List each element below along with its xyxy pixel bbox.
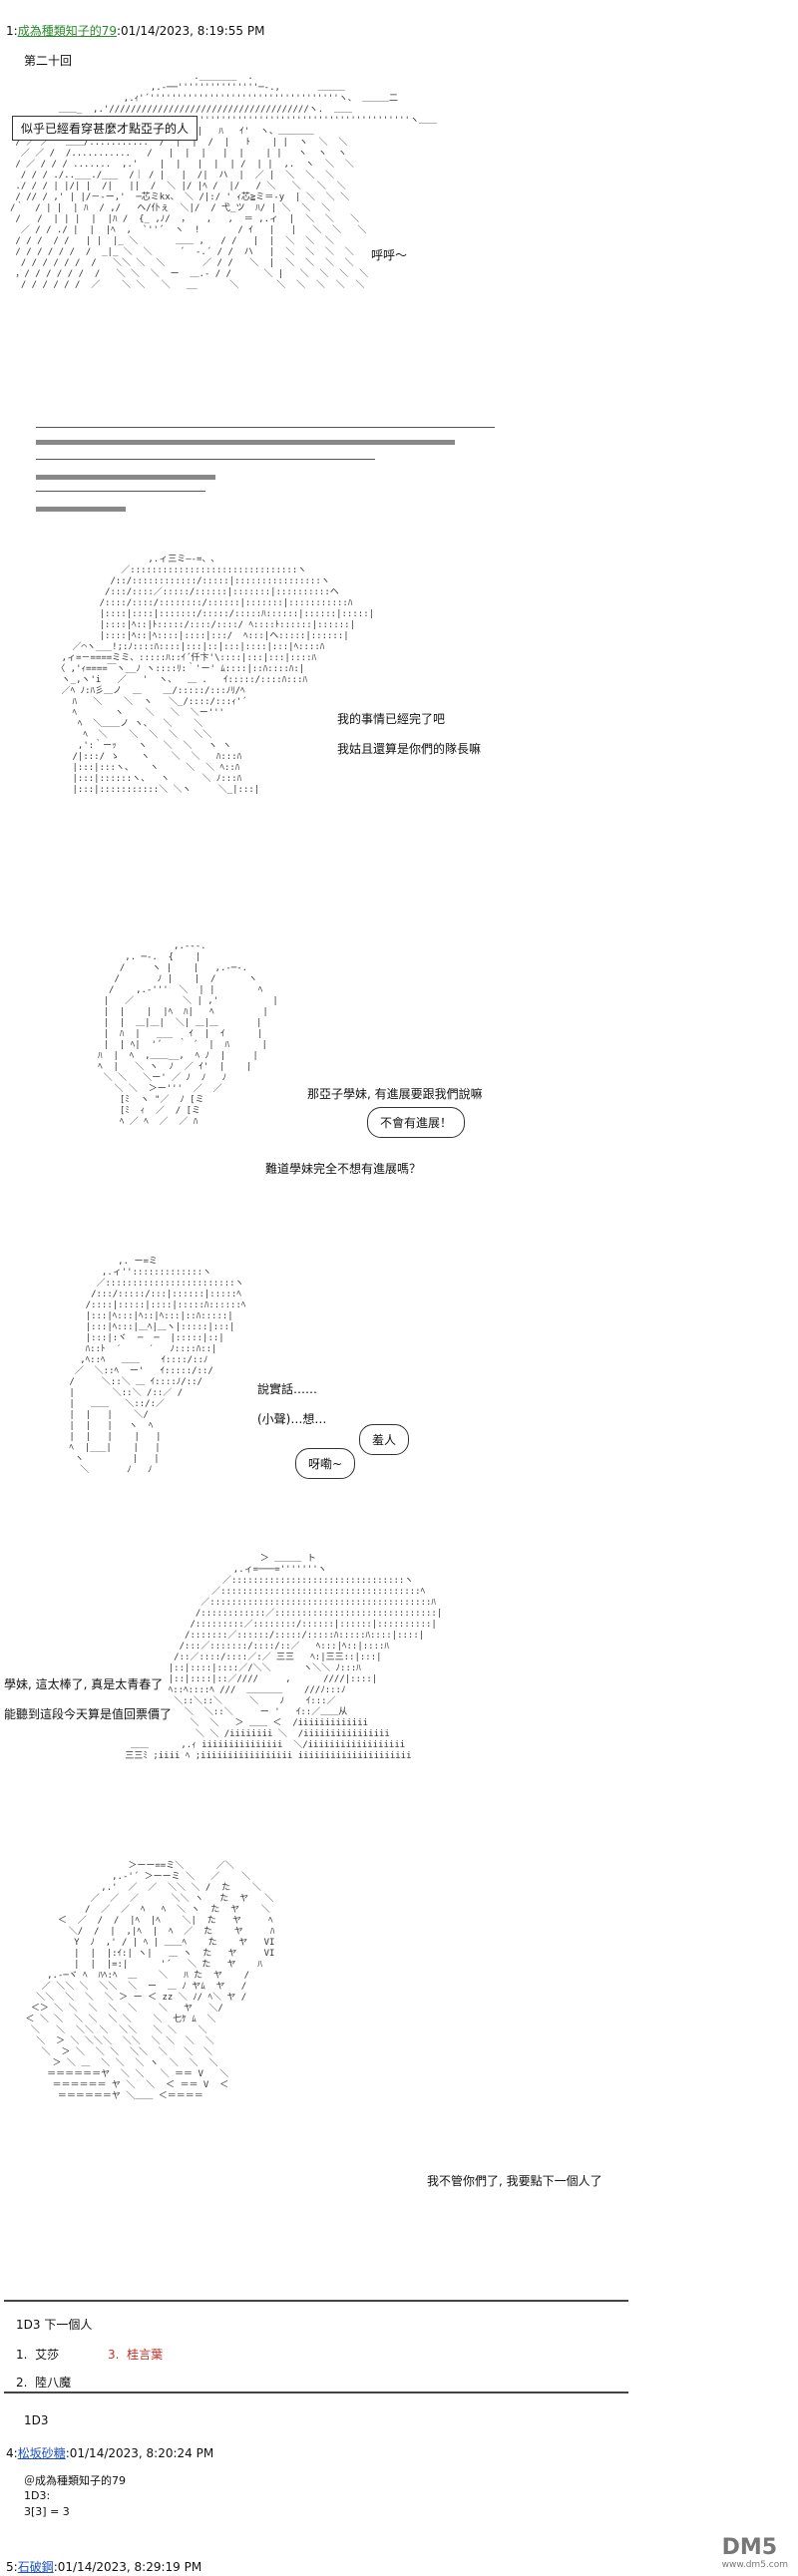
divider (4, 2300, 628, 2302)
post-date: :01/14/2023, 8:19:55 PM (116, 24, 265, 38)
dialogue-line: 我的事情已經完了吧 (337, 712, 446, 726)
speed-line (36, 427, 495, 428)
speed-line (36, 459, 375, 460)
speech-bubble: 羞人 (359, 1424, 410, 1455)
speed-line (36, 507, 126, 512)
post-header: 1:成為種類知子的79:01/14/2023, 8:19:55 PM (6, 22, 264, 39)
speed-line (36, 475, 215, 480)
post-date: :01/14/2023, 8:29:19 PM (53, 2560, 202, 2574)
dialogue-line: 學妹, 這太棒了, 真是太青春了 (4, 1677, 164, 1691)
vote-option-highlighted: 3. 桂言葉 (108, 2348, 164, 2362)
post-header: 5:石破鋼:01/14/2023, 8:29:19 PM (6, 2558, 201, 2575)
post-header: 4:松坂砂糖:01/14/2023, 8:20:24 PM (6, 2444, 213, 2461)
post-number: 4: (6, 2446, 18, 2460)
sound-effect-text: 呼呼～ (371, 248, 408, 262)
post-number: 5: (6, 2560, 18, 2574)
watermark-logo: DM5 (721, 2535, 778, 2560)
dialogue-line: 說實話…… (257, 1382, 318, 1396)
chapter-title: 第二十回 (24, 54, 73, 68)
watermark-site: www.dm5.com (721, 2560, 788, 2570)
poster-name-link[interactable]: 松坂砂糖 (17, 2446, 66, 2460)
reply-mention: ＠成為種類知子的79 (24, 2474, 126, 2487)
dice-roll-result: 3[3] = 3 (24, 2505, 70, 2518)
dialogue-line: 能聽到這段今天算是值回票價了 (4, 1707, 173, 1721)
speed-line (36, 491, 205, 492)
narration-box: 似乎已經看穿甚麼才點亞子的人 (12, 116, 199, 141)
post-date: :01/14/2023, 8:20:24 PM (65, 2446, 214, 2460)
vote-option: 2. 陸八魔 (16, 2376, 72, 2390)
speech-bubble: 呀嘞~ (295, 1448, 356, 1479)
ascii-art-scene-4: ,. ー=ミ ,.ィ'':::::::::::::ヽ ／::::::::::::… (69, 1257, 246, 1475)
vote-title: 1D3 下一個人 (16, 2318, 93, 2332)
dialogue-line: 那亞子學妹, 有進展要跟我們說嘛 (307, 1087, 483, 1101)
dialogue-line: 我姑且還算是你們的隊長嘛 (337, 742, 482, 756)
speech-bubble: 不會有進展！ (367, 1107, 466, 1138)
vote-footer: 1D3 (24, 2413, 49, 2427)
ascii-art-scene-2: ,.ィ三ミ―‐=、､ ／::::::::::::::::::::::::::::… (56, 554, 375, 795)
divider (4, 2392, 628, 2393)
post-number: 1: (6, 24, 18, 38)
vote-option: 1. 艾莎 (16, 2348, 60, 2362)
dice-roll-label: 1D3: (24, 2489, 51, 2502)
ascii-art-scene-5: ＞ ＿＿＿ ト ,.ィ=───='''''''ヽ ／::::::::::::::… (125, 1554, 443, 1761)
ascii-art-scene-6: ＞ーー==ミ＼ ／＼ ,.-'´ ＞ーーミ ＼ ／ ＼ ,.' ／ ／ ＼＼ ＼… (25, 1861, 275, 2101)
site-watermark: DM5 www.dm5.com (722, 2535, 788, 2570)
poster-name-link[interactable]: 成為種類知子的79 (17, 24, 117, 38)
speed-line (36, 440, 455, 445)
poster-name-link[interactable]: 石破鋼 (17, 2560, 54, 2574)
ascii-art-scene-3: ,.-‐-. ,. ─-. { | / ヽ | | ,.-─-. / ﾉ | |… (98, 941, 278, 1127)
dialogue-line: (小聲)…想… (257, 1412, 327, 1426)
dialogue-line: 難道學妹完全不想有進展嗎？ (265, 1162, 422, 1176)
dialogue-line: 我不管你們了, 我要點下一個人了 (427, 2174, 602, 2188)
